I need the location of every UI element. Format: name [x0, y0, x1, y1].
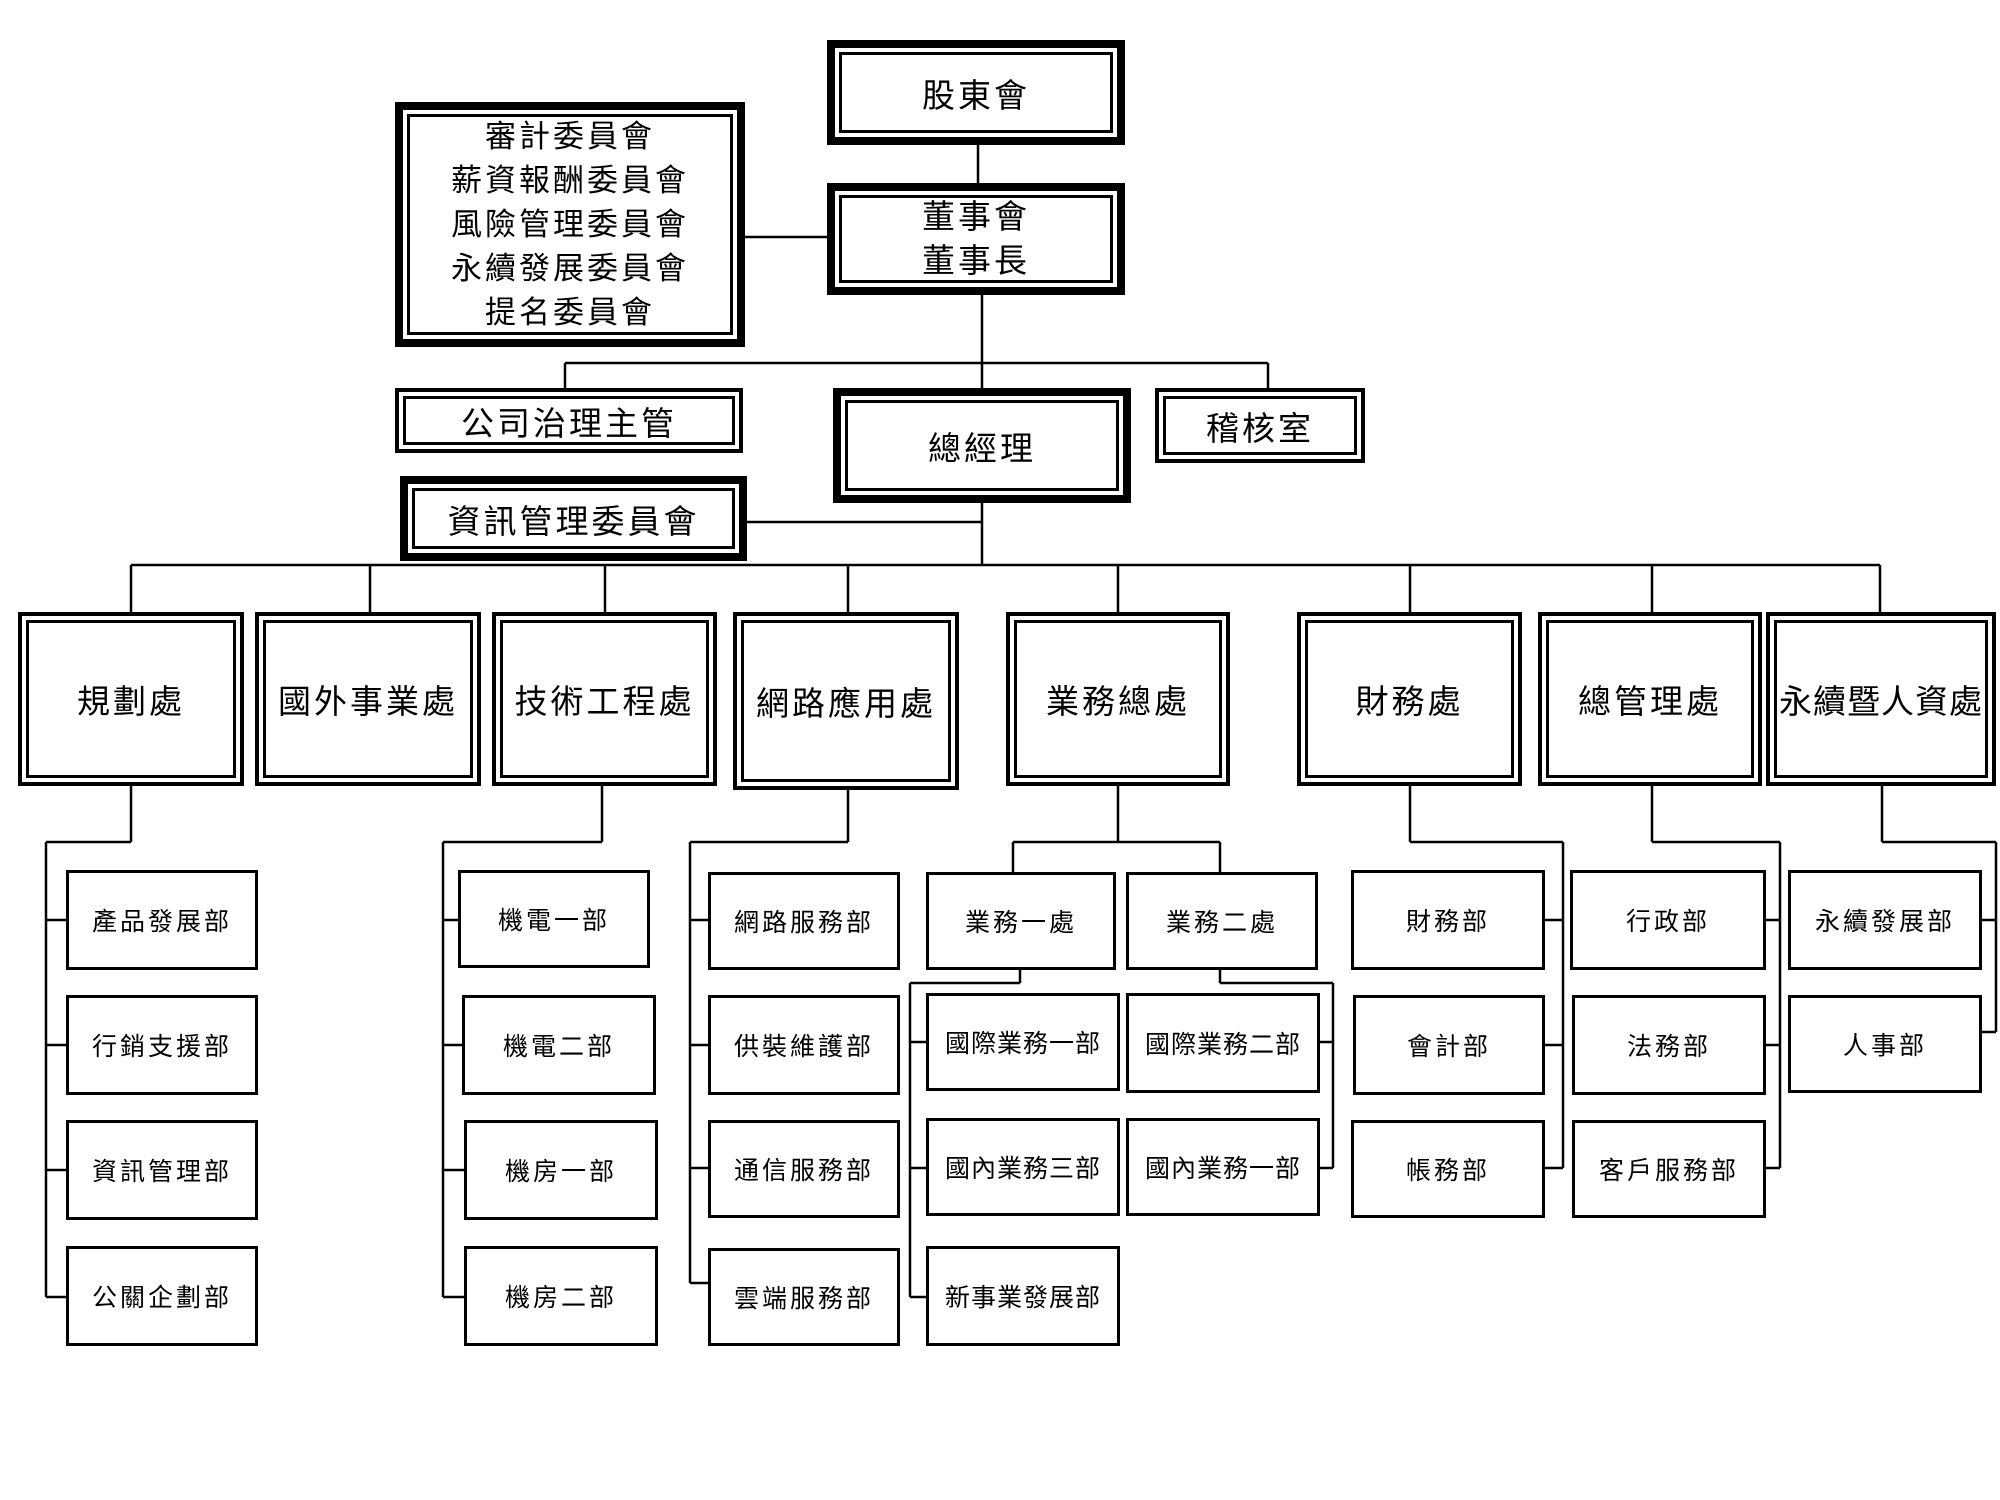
- division-engineering: 技術工程處: [492, 612, 717, 786]
- committee-item: 薪資報酬委員會: [451, 162, 689, 199]
- department-label: 產品發展部: [91, 907, 232, 936]
- board-label: 董事會: [922, 197, 1030, 236]
- division-sustain-hr: 永續暨人資處: [1766, 612, 1996, 786]
- division-label: 永續暨人資處: [1779, 682, 1983, 721]
- department-label: 會計部: [1406, 1032, 1491, 1061]
- board-box: 董事會 董事長: [827, 183, 1125, 295]
- it-committee-label: 資訊管理委員會: [447, 501, 700, 541]
- department-box: 帳務部: [1351, 1120, 1545, 1218]
- department-label: 行政部: [1625, 907, 1710, 936]
- department-label: 行銷支援部: [91, 1032, 232, 1061]
- audit-office-label: 稽核室: [1206, 408, 1314, 448]
- department-label: 客戶服務部: [1598, 1156, 1739, 1185]
- department-box: 財務部: [1351, 870, 1545, 970]
- department-label: 永續發展部: [1814, 907, 1955, 936]
- department-box: 新事業發展部: [926, 1246, 1120, 1346]
- department-label: 國際業務一部: [944, 1029, 1101, 1058]
- committee-item: 提名委員會: [485, 294, 655, 331]
- department-box: 行政部: [1570, 870, 1766, 970]
- division-label: 總管理處: [1578, 682, 1722, 721]
- audit-office-box: 稽核室: [1155, 388, 1365, 463]
- division-foreign: 國外事業處: [255, 612, 481, 786]
- chairman-label: 董事長: [922, 241, 1030, 280]
- department-label: 法務部: [1626, 1032, 1711, 1061]
- department-box: 國際業務二部: [1126, 993, 1320, 1093]
- department-box: 通信服務部: [708, 1120, 900, 1218]
- division-label: 國外事業處: [278, 682, 458, 721]
- department-box: 客戶服務部: [1572, 1120, 1766, 1218]
- subdivision-sales1: 業務一處: [926, 872, 1116, 970]
- committees-box: 審計委員會 薪資報酬委員會 風險管理委員會 永續發展委員會 提名委員會: [395, 102, 745, 347]
- department-box: 人事部: [1788, 995, 1982, 1093]
- department-box: 國內業務一部: [1126, 1118, 1320, 1216]
- shareholders-label: 股東會: [922, 75, 1030, 115]
- department-box: 國內業務三部: [926, 1118, 1120, 1216]
- department-box: 機電二部: [462, 995, 656, 1095]
- department-label: 公關企劃部: [91, 1283, 232, 1312]
- shareholders-box: 股東會: [827, 40, 1125, 145]
- department-label: 雲端服務部: [733, 1284, 874, 1313]
- division-planning: 規劃處: [18, 612, 244, 786]
- president-box: 總經理: [833, 388, 1131, 503]
- division-admin: 總管理處: [1538, 612, 1762, 786]
- committee-item: 審計委員會: [485, 118, 655, 155]
- department-label: 通信服務部: [733, 1156, 874, 1185]
- department-box: 資訊管理部: [66, 1120, 258, 1220]
- department-label: 資訊管理部: [91, 1157, 232, 1186]
- department-label: 機房二部: [504, 1283, 617, 1312]
- department-label: 國內業務一部: [1144, 1154, 1301, 1183]
- department-box: 法務部: [1572, 995, 1766, 1095]
- department-box: 供裝維護部: [708, 995, 900, 1095]
- department-label: 國內業務三部: [944, 1154, 1101, 1183]
- division-finance: 財務處: [1297, 612, 1522, 786]
- department-label: 網路服務部: [733, 908, 874, 937]
- division-label: 技術工程處: [514, 682, 695, 721]
- department-box: 網路服務部: [708, 872, 900, 970]
- department-label: 新事業發展部: [944, 1283, 1101, 1312]
- division-sales: 業務總處: [1006, 612, 1230, 786]
- department-box: 會計部: [1353, 995, 1545, 1095]
- department-label: 機房一部: [504, 1157, 617, 1186]
- division-label: 網路應用處: [756, 684, 936, 723]
- department-label: 人事部: [1842, 1031, 1927, 1060]
- department-box: 國際業務一部: [926, 993, 1120, 1091]
- department-label: 財務部: [1405, 907, 1490, 936]
- president-label: 總經理: [928, 428, 1036, 468]
- department-box: 雲端服務部: [708, 1248, 900, 1346]
- subdivision-sales2: 業務二處: [1126, 872, 1318, 970]
- committee-item: 風險管理委員會: [451, 206, 689, 243]
- division-label: 規劃處: [77, 682, 185, 721]
- subdivision-label: 業務一處: [964, 908, 1077, 937]
- department-label: 帳務部: [1405, 1156, 1490, 1185]
- department-box: 永續發展部: [1788, 870, 1982, 970]
- governance-officer-box: 公司治理主管: [395, 388, 743, 453]
- subdivision-label: 業務二處: [1165, 908, 1278, 937]
- department-label: 機電一部: [497, 906, 610, 935]
- department-box: 行銷支援部: [66, 995, 258, 1095]
- it-committee-box: 資訊管理委員會: [400, 476, 747, 561]
- governance-officer-label: 公司治理主管: [461, 403, 677, 443]
- department-label: 國際業務二部: [1144, 1030, 1301, 1059]
- committee-item: 永續發展委員會: [451, 250, 689, 287]
- department-label: 機電二部: [502, 1032, 615, 1061]
- department-box: 機電一部: [458, 870, 650, 968]
- department-box: 機房二部: [464, 1246, 658, 1346]
- department-box: 產品發展部: [66, 870, 258, 970]
- division-network: 網路應用處: [733, 612, 959, 790]
- department-box: 機房一部: [464, 1120, 658, 1220]
- division-label: 財務處: [1355, 682, 1464, 721]
- division-label: 業務總處: [1046, 682, 1190, 721]
- department-box: 公關企劃部: [66, 1246, 258, 1346]
- department-label: 供裝維護部: [733, 1032, 874, 1061]
